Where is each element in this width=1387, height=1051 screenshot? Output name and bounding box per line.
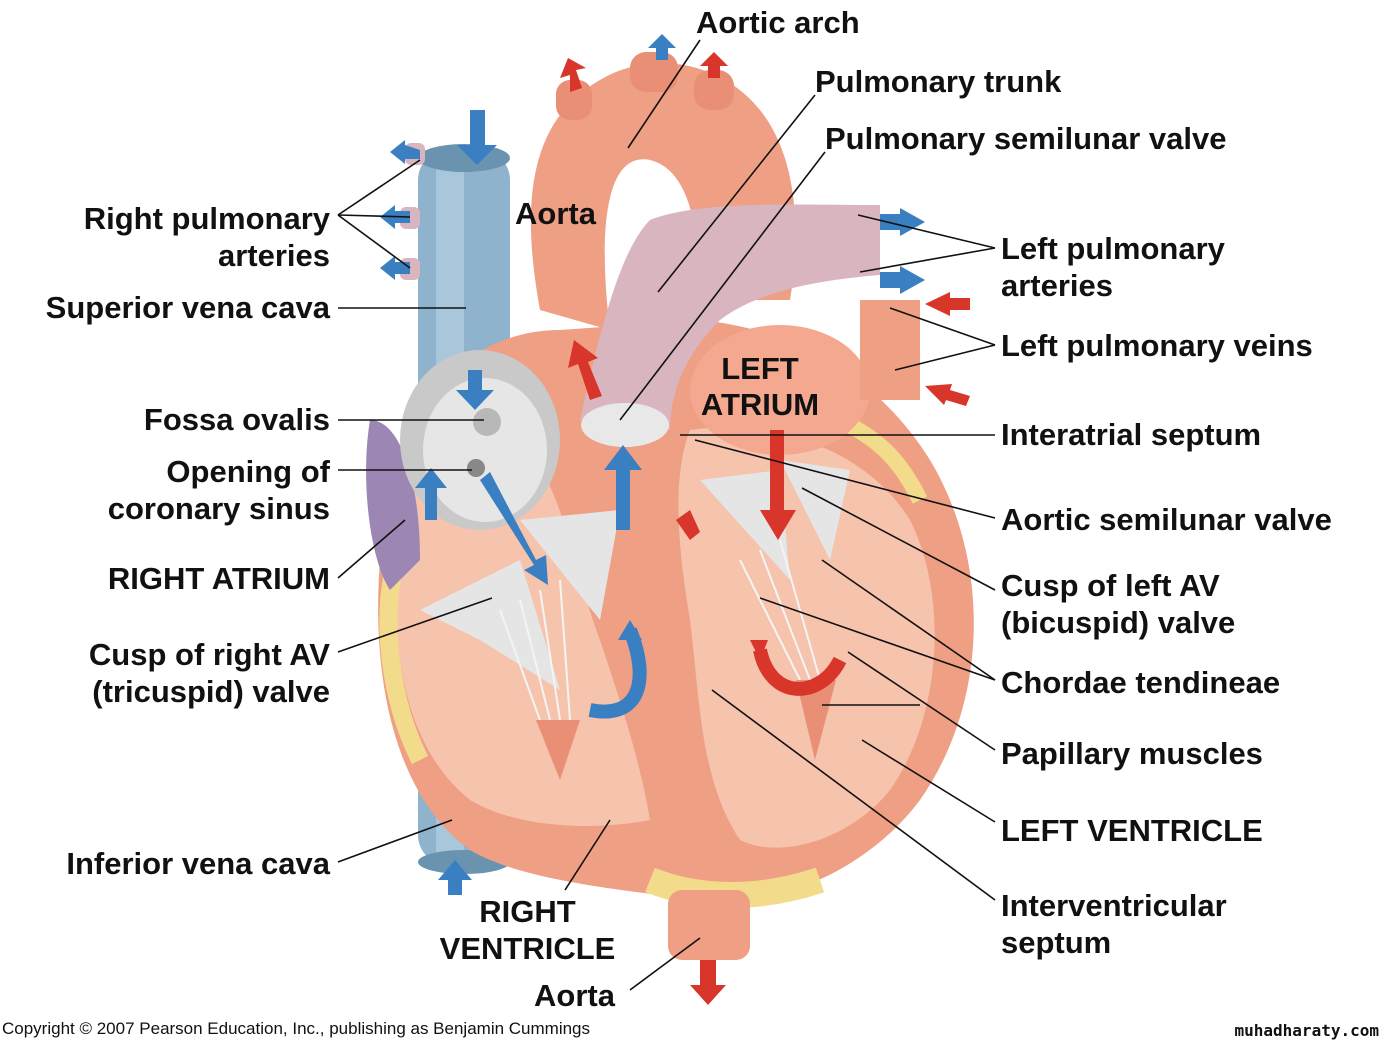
arrow-red-lpv1 <box>925 292 970 316</box>
left-atrium-line2: ATRIUM <box>700 387 820 422</box>
interventricular-septum-label: Interventricular septum <box>1001 887 1227 961</box>
cusp-right-av-label: Cusp of right AV (tricuspid) valve <box>20 636 330 710</box>
opening-coronary-sinus-line1: Opening of <box>166 454 330 489</box>
arrow-red-aortic-arch-l <box>560 58 586 92</box>
pulmonary-semilunar-valve-label: Pulmonary semilunar valve <box>825 121 1227 156</box>
arrow-blue-svc <box>457 110 497 165</box>
right-atrium-label: RIGHT ATRIUM <box>107 561 330 596</box>
valves <box>420 460 850 780</box>
superior-vena-cava-label: Superior vena cava <box>45 290 330 325</box>
interventricular-septum-line1: Interventricular <box>1001 888 1227 923</box>
opening-coronary-sinus-line2: coronary sinus <box>107 491 330 526</box>
chordae-tendineae-label: Chordae tendineae <box>1001 665 1281 700</box>
arrow-red-lv-curve-head <box>750 640 768 660</box>
right-pulmonary-arteries-line1: Right pulmonary <box>83 201 330 236</box>
inferior-vena-cava-label: Inferior vena cava <box>66 846 330 881</box>
left-pulmonary-arteries-line1: Left pulmonary <box>1001 231 1225 266</box>
arrow-blue-pt-up <box>604 445 642 530</box>
arrow-blue-lpa2 <box>880 266 925 294</box>
arrow-red-lv-up <box>676 510 700 540</box>
left-atrium-line1: LEFT <box>721 351 799 386</box>
left-atrium-chamber <box>690 300 920 455</box>
arrow-red-lpv2 <box>925 384 970 406</box>
left-pulmonary-veins-label: Left pulmonary veins <box>1001 328 1313 363</box>
watermark: muhadharaty.com <box>1234 1021 1380 1040</box>
opening-coronary-sinus-label: Opening of coronary sinus <box>20 453 330 527</box>
cusp-right-av-line1: Cusp of right AV <box>88 637 330 672</box>
arrow-red-aorta-down <box>690 960 726 1005</box>
cusp-left-av-label: Cusp of left AV (bicuspid) valve <box>1001 567 1235 641</box>
pulmonary-trunk-label: Pulmonary trunk <box>815 64 1062 99</box>
arrow-red-la-down <box>760 430 796 540</box>
left-atrium-label: LEFT ATRIUM <box>700 351 820 423</box>
arrow-blue-arch-mid <box>648 34 676 60</box>
right-pulmonary-arteries-label: Right pulmonary arteries <box>20 200 330 274</box>
aortic-semilunar-valve-label: Aortic semilunar valve <box>1001 502 1332 537</box>
aorta-lower-label: Aorta <box>534 978 615 1013</box>
arrow-blue-ra-down <box>480 472 548 585</box>
right-ventricle-line1: RIGHT <box>479 894 576 929</box>
right-pulmonary-arteries-line2: arteries <box>217 238 330 273</box>
aorta-upper-label: Aorta <box>515 196 596 231</box>
cusp-left-av-line2: (bicuspid) valve <box>1001 605 1236 640</box>
cusp-right-av-line2: (tricuspid) valve <box>92 674 330 709</box>
fossa-ovalis-label: Fossa ovalis <box>143 402 330 437</box>
arrow-red-arch-r <box>700 52 728 78</box>
cusp-left-av-line1: Cusp of left AV <box>1001 568 1220 603</box>
blood-flow-arrows <box>380 34 970 1005</box>
right-ventricle-label: RIGHT VENTRICLE <box>420 893 635 967</box>
aortic-arch-label: Aortic arch <box>696 5 860 40</box>
arrow-blue-rv-curve <box>588 627 647 719</box>
right-ventricle-line2: VENTRICLE <box>439 931 616 966</box>
arrow-red-aorta-ascend <box>568 340 602 400</box>
left-ventricle-label: LEFT VENTRICLE <box>1001 813 1263 848</box>
arrow-blue-rv-curve-head <box>618 620 642 640</box>
arrow-blue-lpa1 <box>880 208 925 236</box>
interatrial-septum-label: Interatrial septum <box>1001 417 1262 452</box>
papillary-muscles-label: Papillary muscles <box>1001 736 1263 771</box>
arrow-blue-ivc <box>438 860 472 895</box>
arrow-blue-rpa1 <box>390 140 420 164</box>
arrow-blue-ra <box>456 370 494 410</box>
leader-lines <box>337 39 996 991</box>
arrow-red-lv-curve <box>753 648 847 696</box>
copyright-notice: Copyright © 2007 Pearson Education, Inc.… <box>2 1019 591 1038</box>
left-pulmonary-arteries-line2: arteries <box>1001 268 1114 303</box>
interventricular-septum-line2: septum <box>1001 925 1112 960</box>
left-pulmonary-arteries-label: Left pulmonary arteries <box>1001 230 1225 304</box>
descending-aorta <box>668 890 750 960</box>
arrow-blue-ra-up1 <box>415 468 447 520</box>
